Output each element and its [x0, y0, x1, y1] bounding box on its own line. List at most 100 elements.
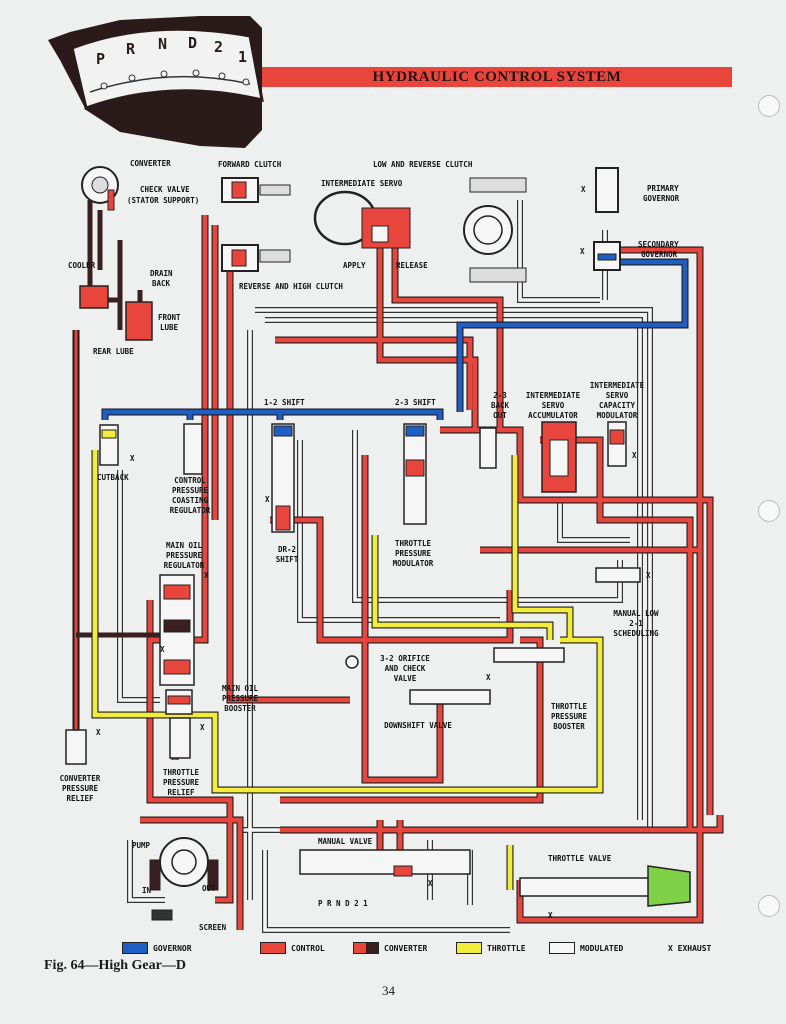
label-pump: PUMP: [132, 841, 151, 850]
legend-label-modulated: MODULATED: [580, 943, 624, 953]
label-control-reg-2: PRESSURE: [172, 486, 209, 495]
label-servo-acc-1: INTERMEDIATE: [526, 391, 581, 400]
exhaust-mark: X: [580, 247, 585, 256]
label-servo-mod-4: MODULATOR: [597, 411, 638, 420]
label-tpm-2: PRESSURE: [395, 549, 432, 558]
cutback-valve: [99, 424, 119, 466]
label-servo-acc-2: SERVO: [542, 401, 565, 410]
exhaust-mark: X: [160, 645, 165, 654]
label-conv-relief-1: CONVERTER: [60, 774, 101, 783]
label-downshift-valve: DOWNSHIFT VALVE: [384, 721, 452, 730]
label-primary-governor-1: PRIMARY: [647, 184, 679, 193]
label-low-reverse-clutch: LOW AND REVERSE CLUTCH: [373, 160, 473, 169]
label-control-reg-1: CONTROL: [174, 476, 206, 485]
label-shift-23: 2-3 SHIFT: [395, 398, 436, 407]
page-title: HYDRAULIC CONTROL SYSTEM: [262, 67, 732, 87]
legend-throttle: THROTTLE: [456, 941, 526, 955]
label-drain-back-2: BACK: [152, 279, 171, 288]
exhaust-mark: X: [632, 451, 637, 460]
label-manual-low-3: SCHEDULING: [613, 629, 659, 638]
throttle-pressure-booster-valve: [493, 647, 565, 663]
binder-hole: [758, 895, 780, 917]
exhaust-mark: X: [548, 911, 553, 920]
label-pump-out: OUT: [202, 884, 216, 893]
label-tp-relief-2: PRESSURE: [163, 778, 200, 787]
throttle-lines: [91, 450, 604, 890]
figure-caption: Fig. 64—High Gear—D: [44, 958, 186, 973]
label-orifice-1: 3-2 ORIFICE: [380, 654, 430, 663]
legend-label-control: CONTROL: [291, 943, 325, 953]
selector-letter-p: P: [96, 50, 105, 68]
selector-letter-d: D: [188, 34, 197, 52]
label-main-booster-2: PRESSURE: [222, 694, 259, 703]
exhaust-mark: X: [130, 454, 135, 463]
label-secondary-governor-2: GOVERNOR: [641, 250, 678, 259]
label-tp-relief-1: THROTTLE: [163, 768, 200, 777]
main-oil-pressure-booster-valve: [165, 689, 193, 715]
control-pressure-coasting-regulator-valve: [183, 423, 203, 475]
manual-valve-component: [299, 849, 471, 877]
label-shift-12: 1-2 SHIFT: [264, 398, 305, 407]
label-forward-clutch: FORWARD CLUTCH: [218, 160, 282, 169]
exhaust-mark: X: [486, 673, 491, 682]
label-secondary-governor-1: SECONDARY: [638, 240, 679, 249]
legend-governor: GOVERNOR: [122, 941, 192, 955]
exhaust-mark: X: [646, 571, 651, 580]
converter-pressure-relief-valve: [65, 729, 87, 765]
orifice-check-valve: [345, 655, 359, 669]
legend-label-exhaust: X EXHAUST: [668, 943, 712, 953]
label-check-valve-2: (STATOR SUPPORT): [127, 196, 199, 205]
intermediate-servo-component: [313, 190, 411, 249]
label-drain-back-1: DRAIN: [150, 269, 173, 278]
label-primary-governor-2: GOVERNOR: [643, 194, 680, 203]
label-front-lube-2: LUBE: [160, 323, 179, 332]
label-orifice-2: AND CHECK: [385, 664, 426, 673]
label-cutback: CUTBACK: [97, 473, 129, 482]
converter-component: [81, 166, 119, 211]
legend-label-converter: CONVERTER: [384, 943, 428, 953]
cooler-component: [79, 285, 153, 341]
main-oil-pressure-regulator-valve: [159, 574, 195, 686]
label-screen: SCREEN: [199, 923, 227, 932]
pump-component: [149, 837, 219, 921]
label-tp-relief-3: RELIEF: [167, 788, 195, 797]
secondary-governor-component: [593, 241, 621, 271]
legend-swatch-control: [260, 942, 286, 954]
low-reverse-clutch-component: [463, 177, 527, 283]
label-dr2-1: DR-2: [278, 545, 296, 554]
label-apply: APPLY: [343, 261, 366, 270]
label-control-reg-3: COASTING: [172, 496, 209, 505]
throttle-valve-component: [519, 865, 691, 907]
label-manual-valve: MANUAL VALVE: [318, 837, 373, 846]
label-intermediate-servo: INTERMEDIATE SERVO: [321, 179, 403, 188]
label-tp-booster-2: PRESSURE: [551, 712, 588, 721]
label-conv-relief-2: PRESSURE: [62, 784, 99, 793]
label-check-valve-1: CHECK VALVE: [140, 185, 190, 194]
exhaust-markers: X X X X X X X X X X X X X: [96, 185, 651, 920]
intermediate-servo-capacity-modulator: [607, 421, 627, 467]
shift-23-valve: [403, 423, 427, 525]
legend-modulated: MODULATED: [549, 941, 623, 955]
label-main-reg-3: REGULATOR: [164, 561, 205, 570]
legend-swatch-governor: [122, 942, 148, 954]
page-number: 34: [382, 983, 395, 998]
selector-letter-1: 1: [238, 48, 247, 66]
manual-low-21-scheduling-valve: [595, 567, 641, 583]
label-converter: CONVERTER: [130, 159, 171, 168]
legend-control: CONTROL: [260, 941, 325, 955]
governor-lines: [101, 258, 689, 420]
selector-letter-r: R: [126, 40, 136, 58]
label-manual-positions: P R N D 2 1: [318, 899, 368, 908]
label-main-booster-3: BOOSTER: [224, 704, 256, 713]
downshift-valve: [409, 689, 491, 705]
label-throttle-valve: THROTTLE VALVE: [548, 854, 612, 863]
label-tpm-1: THROTTLE: [395, 539, 432, 548]
throttle-pressure-relief-valve: [169, 717, 191, 759]
legend-swatch-throttle: [456, 942, 482, 954]
label-backout-2: BACK: [491, 401, 510, 410]
exhaust-mark: X: [204, 571, 209, 580]
component-labels: CONVERTER CHECK VALVE (STATOR SUPPORT) F…: [60, 159, 680, 932]
legend-label-governor: GOVERNOR: [153, 943, 192, 953]
label-backout-1: 2-3: [493, 391, 507, 400]
